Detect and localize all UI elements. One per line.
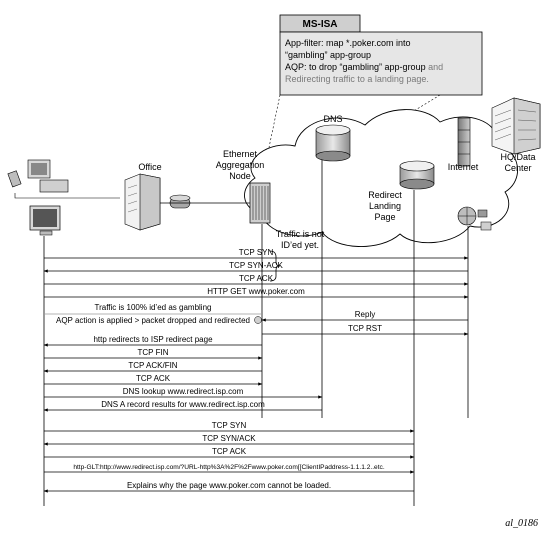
msisa-line-4: Redirecting traffic to a landing page. xyxy=(285,74,429,84)
message-label: TCP SYN/ACK xyxy=(202,434,256,443)
redirect-label-line-1: Redirect xyxy=(368,190,402,200)
figure-id: al_0186 xyxy=(505,518,538,529)
msisa-line-3-tail: and xyxy=(426,62,444,72)
msisa-line-3: AQP: to drop “gambling” app-group and xyxy=(285,62,443,72)
network-globe-icon xyxy=(457,206,492,231)
not-identified-brace xyxy=(269,250,281,282)
ean-label-line-3: Node xyxy=(229,171,251,181)
dns-server-icon xyxy=(315,124,351,162)
ean-label-line-2: Aggregation xyxy=(216,160,265,170)
internet-label: Internet xyxy=(448,162,479,172)
msisa-title: MS-ISA xyxy=(303,19,338,30)
message-label: http-GLT:http://www.redirect.isp.com/?UR… xyxy=(73,464,385,471)
hq-building-icon xyxy=(491,97,541,155)
redirect-label-line-3: Page xyxy=(374,212,395,222)
office-building-icon xyxy=(124,173,161,231)
msisa-line-2: “gambling” app-group xyxy=(285,50,371,60)
msisa-line-3-main: AQP: to drop “gambling” app-group xyxy=(285,62,426,72)
message-label: Traffic is 100% id’ed as gambling xyxy=(95,303,212,312)
message-label: DNS lookup www.redirect.isp.com xyxy=(123,387,244,396)
msisa-line-1: App-filter: map *.poker.com into xyxy=(285,38,411,48)
hq-label-line-2: Center xyxy=(504,163,531,173)
internet-cloud xyxy=(244,109,519,247)
message-label: TCP ACK xyxy=(212,447,247,456)
dns-label: DNS xyxy=(323,114,342,124)
message-label: Explains why the page www.poker.com cann… xyxy=(127,481,331,490)
hq-label-line-1: HQ/Data xyxy=(500,152,535,162)
message-label: TCP SYN-ACK xyxy=(229,261,283,270)
client-monitor-icon xyxy=(29,205,61,236)
client-desktop-icon xyxy=(27,159,69,193)
message-label: TCP FIN xyxy=(138,348,169,357)
client-pda-icon xyxy=(7,170,22,188)
not-identified-note-line-2: ID’ed yet. xyxy=(281,240,319,250)
message-label: TCP SYN xyxy=(212,421,247,430)
message-label: TCP ACK/FIN xyxy=(128,361,177,370)
msisa-callout: MS-ISA App-filter: map *.poker.com into … xyxy=(257,14,483,201)
msisa-body-box xyxy=(279,31,483,96)
drop-action-icon xyxy=(254,316,262,324)
office-router-icon xyxy=(169,194,191,209)
internet-router-icon xyxy=(457,117,471,167)
redirect-server-icon xyxy=(399,160,435,190)
ean-label-line-1: Ethernet xyxy=(223,149,258,159)
message-label: TCP ACK xyxy=(136,374,171,383)
message-label: http redirects to ISP redirect page xyxy=(93,335,213,344)
message-label: DNS A record results for www.redirect.is… xyxy=(101,400,265,409)
message-label: TCP RST xyxy=(348,324,382,333)
message-label: TCP ACK xyxy=(239,274,274,283)
message-sequence: TCP SYN TCP SYN-ACK TCP ACK HTTP GET www.po… xyxy=(43,248,469,493)
message-label: TCP SYN xyxy=(239,248,274,257)
client-link-bracket xyxy=(14,193,120,199)
message-label: AQP action is applied > packet dropped a… xyxy=(56,316,250,325)
redirect-label-line-2: Landing xyxy=(369,201,401,211)
message-label: HTTP GET www.poker.com xyxy=(207,287,305,296)
office-label: Office xyxy=(138,162,161,172)
message-label: Reply xyxy=(355,310,375,319)
ethernet-aggregation-node-icon xyxy=(249,182,271,224)
not-identified-note-line-1: Traffic is not xyxy=(276,229,325,239)
